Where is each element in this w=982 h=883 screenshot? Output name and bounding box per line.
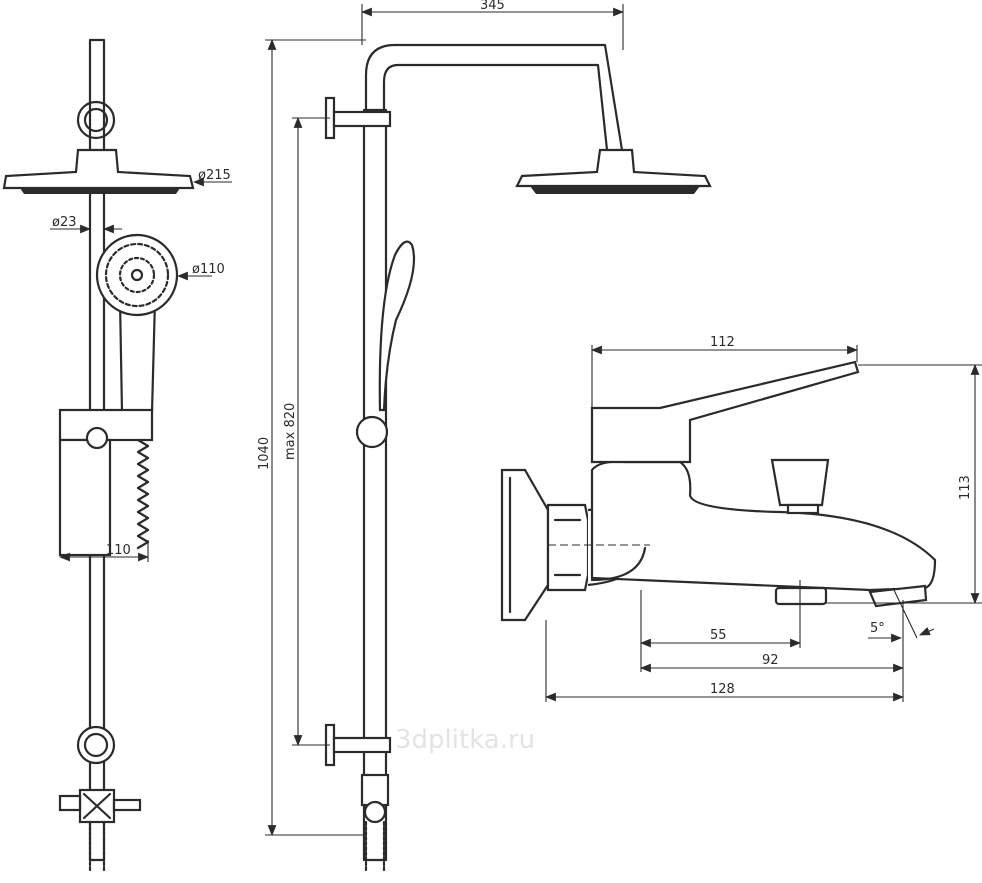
dim-total-depth: 128: [710, 682, 735, 697]
front-valve: [360, 773, 390, 872]
diverter-knob: [770, 458, 830, 507]
hand-shower-head: [95, 233, 179, 414]
side-view: ø215 ø23 ø110 110: [2, 38, 232, 872]
bath-mixer: 112 113 55 92 128 5°: [500, 335, 982, 702]
hex-nut: [546, 503, 590, 592]
front-hand-shower: [378, 240, 416, 412]
upper-wall-bracket: [76, 100, 116, 140]
lower-bracket-front: [324, 723, 392, 767]
dim-arm-reach: 345: [480, 0, 505, 13]
dim-outlet-offset: 55: [710, 628, 727, 643]
rain-shower-head: [2, 148, 195, 194]
dim-pipe-diameter: ø23: [52, 215, 77, 230]
front-view: 345 1040 max 820: [257, 0, 712, 872]
hose: [136, 438, 150, 550]
dim-total-height: 1040: [257, 437, 272, 470]
slider-holder: [58, 408, 154, 557]
dim-handle-length: 112: [710, 335, 735, 350]
dim-max-bracket-spacing: max 820: [283, 403, 298, 460]
lower-wall-bracket: [76, 725, 116, 765]
dim-hand-shower-diameter: ø110: [192, 262, 225, 277]
front-rain-head: [515, 148, 712, 194]
dim-mixer-height: 113: [958, 475, 973, 500]
dim-holder-width: 110: [106, 543, 131, 558]
diverter-valve: [58, 788, 142, 872]
dim-spout-angle: 5°: [870, 621, 885, 636]
watermark: 3dplitka.ru: [395, 725, 535, 755]
slider-knob: [355, 415, 389, 449]
shower-outlet: [774, 586, 828, 606]
shower-arm: [364, 43, 624, 152]
mixer-lever: [590, 360, 860, 464]
front-riser-pipe: [362, 108, 388, 862]
spout-aerator: [868, 584, 928, 608]
mixer-body: [590, 460, 937, 592]
dim-rain-head-diameter: ø215: [198, 168, 231, 183]
dim-spout-offset: 92: [762, 653, 779, 668]
upper-bracket-front: [324, 96, 392, 140]
